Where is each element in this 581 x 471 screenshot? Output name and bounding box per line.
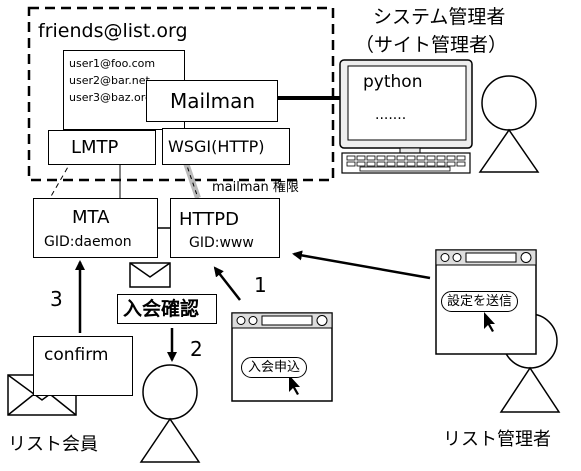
httpd-box: HTTPD GID:www (170, 198, 280, 258)
mta-box: MTA GID:daemon (33, 198, 158, 258)
wsgi-label: WSGI(HTTP) (168, 137, 265, 156)
join-request-button[interactable]: 入会申込 (241, 357, 308, 378)
list-boundary (27, 6, 335, 182)
terminal-command: python (363, 72, 423, 92)
confirm-label: confirm (44, 345, 109, 365)
list-address: friends@list.org (38, 20, 188, 42)
step-1-number: 1 (254, 273, 267, 297)
step-3-number: 3 (50, 287, 63, 311)
admin-to-httpd-arrow (292, 250, 431, 280)
permission-label: mailman 権限 (212, 180, 299, 195)
send-settings-button[interactable]: 設定を送信 (441, 291, 519, 312)
step1-arrow (213, 266, 241, 301)
mailman-box: Mailman (146, 80, 278, 122)
httpd-gid-label: GID:www (189, 235, 254, 251)
site-admin-figure (478, 75, 540, 173)
site-admin-sublabel: （サイト管理者） (355, 34, 508, 56)
admin-terminal-icon (339, 59, 473, 174)
wsgi-httpd-dash (184, 159, 199, 199)
list-admin-label: リスト管理者 (443, 429, 551, 450)
terminal-dots: ....... (375, 107, 407, 123)
list-member-figure (139, 364, 201, 463)
member-entry: user1@foo.com (69, 57, 156, 70)
confirm-mail-box: confirm (33, 336, 133, 396)
join-confirm-box: 入会確認 (117, 294, 217, 324)
httpd-label: HTTPD (179, 209, 239, 230)
lmtp-box: LMTP (48, 130, 156, 165)
lmtp-mta-link (49, 159, 73, 199)
wsgi-box: WSGI(HTTP) (162, 128, 290, 165)
member-entry: user2@bar.net (69, 74, 150, 87)
mta-label: MTA (72, 207, 110, 228)
site-admin-label: システム管理者 (373, 6, 506, 28)
envelope-icon (129, 262, 171, 288)
list-member-label: リスト会員 (8, 434, 98, 455)
step-2-number: 2 (190, 337, 203, 361)
mailman-label: Mailman (170, 89, 256, 113)
lmtp-label: LMTP (71, 137, 119, 158)
join-confirm-label: 入会確認 (123, 298, 200, 320)
mta-gid-label: GID:daemon (44, 234, 132, 250)
member-entry: user3@baz.org (69, 91, 153, 104)
